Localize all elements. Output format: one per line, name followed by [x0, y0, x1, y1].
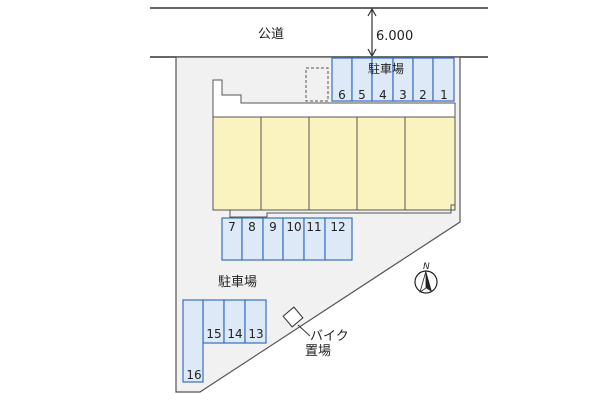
space-number: 4	[379, 88, 387, 102]
space-number: 9	[269, 220, 277, 234]
parking-row-top: 6 5 4 3 2 1 駐車場	[331, 57, 455, 102]
parking-row-mid: 7 8 9 10 11 12	[221, 217, 353, 261]
space-number: 14	[227, 327, 242, 341]
space-number: 6	[338, 88, 346, 102]
parking-space-12	[324, 217, 353, 261]
space-number: 3	[399, 88, 407, 102]
reserved-space-outline	[305, 67, 329, 102]
dimension-arrow-bottom	[367, 48, 377, 58]
dimension-arrow-top	[367, 7, 377, 17]
space-number: 10	[286, 220, 301, 234]
space-number: 1	[440, 88, 448, 102]
space-number: 15	[206, 327, 221, 341]
north-arrow-icon	[414, 270, 438, 294]
bike-leader-line	[297, 324, 311, 337]
parking-label-lot: 駐車場	[218, 275, 257, 290]
building-footing	[213, 204, 455, 218]
space-number: 2	[419, 88, 427, 102]
space-number: 7	[228, 220, 236, 234]
building-main	[212, 116, 456, 211]
space-number: 12	[330, 220, 345, 234]
space-number: 5	[358, 88, 366, 102]
bike-label-line1: バイク	[310, 329, 349, 344]
space-number: 16	[186, 368, 201, 382]
bike-label-line2: 置場	[305, 344, 331, 359]
parking-space-13	[244, 299, 267, 344]
bike-parking-marker	[282, 306, 304, 328]
space-number: 8	[248, 220, 256, 234]
parking-space-16	[182, 299, 204, 383]
parking-space-1	[432, 57, 455, 102]
space-number: 13	[248, 327, 263, 341]
road-width-label: 6.000	[376, 29, 413, 44]
parking-row-left: 15 14 13 16	[182, 299, 267, 383]
space-number: 11	[306, 220, 321, 234]
parking-label-top: 駐車場	[368, 61, 404, 76]
road-label: 公道	[258, 27, 284, 42]
north-label: N	[423, 262, 430, 272]
